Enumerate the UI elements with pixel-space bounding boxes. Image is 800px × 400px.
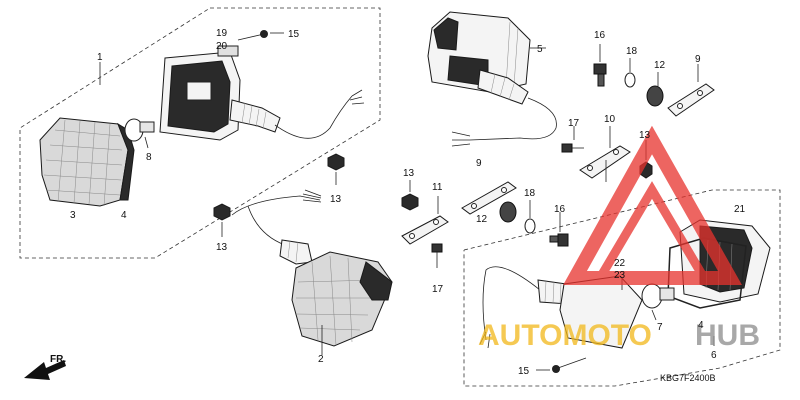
bulb-left <box>124 118 155 149</box>
callout-12-top: 12 <box>654 60 666 71</box>
watermark-logo: AUTOMOTO HUB <box>478 125 760 352</box>
nut-13-left-mid <box>401 180 419 211</box>
assembly-1-outline <box>19 7 381 259</box>
callout-16-top: 16 <box>594 30 606 41</box>
bolt-16-top <box>593 44 607 87</box>
grommet-12-top <box>646 72 664 107</box>
callout-6: 6 <box>711 350 717 361</box>
callout-16-lower: 16 <box>554 204 566 215</box>
front-label: FR. <box>50 354 66 365</box>
callout-17-mid: 17 <box>568 118 580 129</box>
callout-9-lower: 9 <box>476 158 482 169</box>
callout-23: 23 <box>614 270 626 281</box>
bolt-15-lower <box>536 357 587 373</box>
callout-22: 22 <box>614 258 626 269</box>
washer-18-top <box>624 58 636 88</box>
grommet-12-lower <box>499 201 517 223</box>
callout-13-right: 13 <box>639 130 651 141</box>
callout-12-lower: 12 <box>476 214 488 225</box>
callout-13-upper: 13 <box>330 194 342 205</box>
watermark-text-gray: HUB <box>695 319 760 352</box>
callout-15-top: 15 <box>288 29 300 40</box>
callout-3: 3 <box>70 210 76 221</box>
callout-15-lower: 15 <box>518 366 530 377</box>
callout-8: 8 <box>146 152 152 163</box>
callout-5: 5 <box>537 44 543 55</box>
assembly-6-outline <box>463 189 781 387</box>
callout-19: 19 <box>216 28 228 39</box>
callout-18-top: 18 <box>626 46 638 57</box>
turn-signal-front-left <box>213 189 393 355</box>
callout-1: 1 <box>97 52 103 63</box>
bolt-15-top <box>237 30 284 41</box>
callout-11: 11 <box>432 182 443 193</box>
watermark-text-yellow: AUTOMOTO <box>478 319 652 352</box>
callout-13-mid: 13 <box>403 168 415 179</box>
stay-11 <box>401 196 449 245</box>
diagram-code: KBG7F2400B <box>660 373 716 383</box>
callout-7: 7 <box>657 322 663 333</box>
callout-2: 2 <box>318 354 324 365</box>
rear-housing-left <box>159 45 365 141</box>
bolt-17-mid <box>561 126 584 153</box>
washer-18-lower <box>524 200 536 234</box>
callout-17-lower: 17 <box>432 284 444 295</box>
callout-4-right: 4 <box>698 320 704 331</box>
stay-10 <box>579 126 631 182</box>
callout-18-lower: 18 <box>524 188 536 199</box>
callout-10: 10 <box>604 114 616 125</box>
callout-9-top: 9 <box>695 54 701 65</box>
lens-left-front <box>39 117 135 207</box>
bolt-16-lower <box>549 212 569 247</box>
callout-4-left: 4 <box>121 210 127 221</box>
callout-21: 21 <box>734 204 746 215</box>
stay-9-top <box>667 64 715 117</box>
turn-signal-rear-right <box>427 11 557 147</box>
stay-9-lower <box>461 181 517 215</box>
nut-13-upper <box>327 153 345 185</box>
callout-13-lower-left: 13 <box>216 242 228 253</box>
callout-20: 20 <box>216 41 228 52</box>
callout-labels: 1 2 3 4 4 5 6 7 8 9 9 10 11 12 12 13 13 … <box>70 28 746 383</box>
front-direction-arrow-icon: FR. <box>24 354 66 380</box>
bolt-17-lower <box>431 243 443 268</box>
